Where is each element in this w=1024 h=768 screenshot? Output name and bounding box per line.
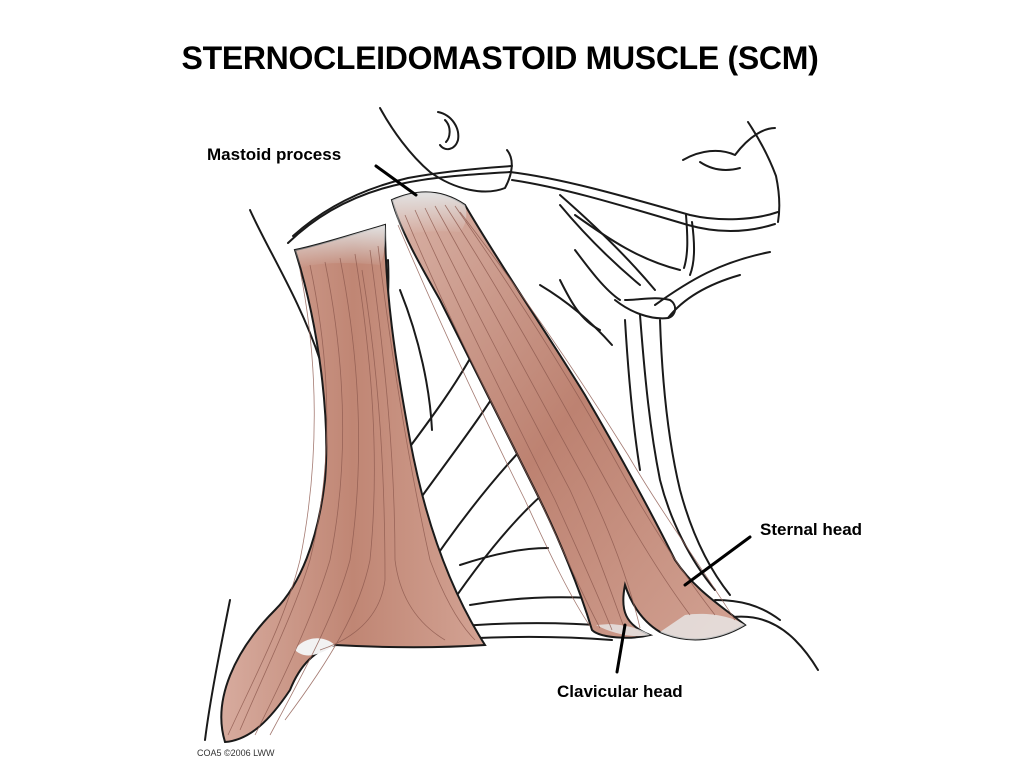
sternal-head-label: Sternal head <box>760 520 863 539</box>
head-outline <box>204 107 819 741</box>
trapezius-muscle <box>220 223 487 744</box>
sternal-leader-line <box>683 535 752 587</box>
clavicular-leader-line <box>615 623 627 674</box>
sternocleidomastoid-muscle <box>390 191 747 641</box>
mastoid-process-label: Mastoid process <box>207 145 342 164</box>
trapezius-fibers <box>227 245 476 736</box>
scm-fibers <box>397 204 736 631</box>
leader-lines <box>374 164 752 674</box>
copyright-credit: COA5 ©2006 LWW <box>197 748 275 758</box>
clavicular-head-label: Clavicular head <box>557 682 683 701</box>
mastoid-leader-line <box>374 164 418 197</box>
slide-title: STERNOCLEIDOMASTOID MUSCLE (SCM) <box>181 40 819 76</box>
